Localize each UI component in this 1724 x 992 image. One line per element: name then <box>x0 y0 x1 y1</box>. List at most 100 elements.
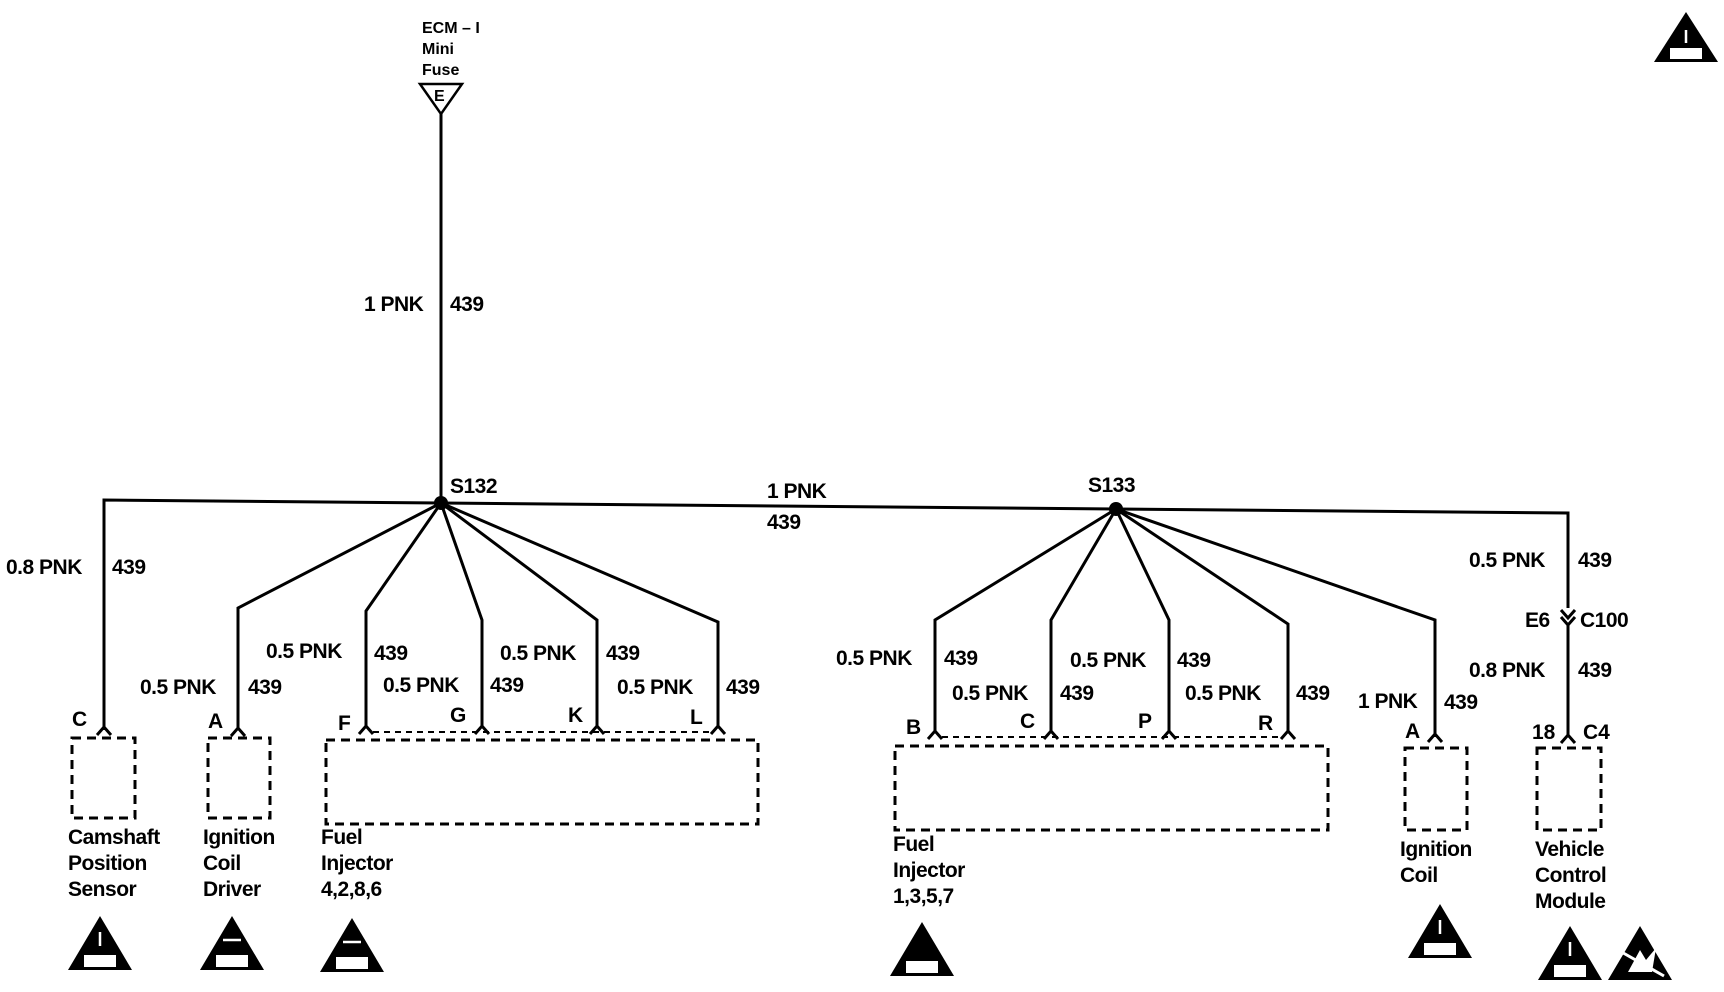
fi1357-r-circuit: 439 <box>1296 682 1330 705</box>
obd-text: OBD II <box>909 962 937 972</box>
ic-box <box>1403 746 1469 832</box>
vcm-label-3: Module <box>1535 890 1606 913</box>
main-feed-wire-circuit: 439 <box>450 293 484 316</box>
c100-connector: 0.5 PNK 439 E6 C100 0.8 PNK 439 <box>1469 549 1629 737</box>
ic-pin: A <box>1405 720 1420 743</box>
fuse-title-line2: Mini <box>422 41 454 58</box>
obd-symbol-vcm: OBD II <box>1538 926 1602 980</box>
ic-wire-circuit: 439 <box>1444 691 1478 714</box>
obd-text: OBD II <box>1673 49 1701 59</box>
fuse-title-line3: Fuse <box>422 62 459 79</box>
obd-text: OBD II <box>339 958 367 968</box>
fi4286-label-1: Fuel <box>321 826 362 849</box>
ecm-fuse: ECM – I Mini Fuse E <box>417 20 480 117</box>
ic-wire <box>1115 507 1437 737</box>
fi4286-k-size: 0.5 PNK <box>500 642 576 665</box>
fi1357-c-size: 0.5 PNK <box>952 682 1028 705</box>
vcm-label-2: Control <box>1535 864 1606 887</box>
fi4286-f-size: 0.5 PNK <box>266 640 342 663</box>
obd-symbol-icd: OBD II <box>200 916 264 970</box>
camshaft-sensor: 0.8 PNK 439 C Camshaft Position Sensor <box>6 556 161 901</box>
fi4286-box <box>324 738 760 826</box>
camshaft-label-2: Position <box>68 852 147 875</box>
fi1357-pin-b: B <box>906 716 921 739</box>
fi4286-wire-f <box>364 502 443 728</box>
fi1357-pin-r: R <box>1258 712 1273 735</box>
ic-terminal <box>1426 731 1444 743</box>
icd-box <box>206 736 272 820</box>
fi1357-pin-c: C <box>1020 710 1035 733</box>
icd-wire-size: 0.5 PNK <box>140 676 216 699</box>
icd-wire-circuit: 439 <box>248 676 282 699</box>
main-feed-wire-size: 1 PNK <box>364 293 424 316</box>
camshaft-box <box>70 736 137 820</box>
c100-wire-out-size: 0.8 PNK <box>1469 659 1545 682</box>
vcm-terminal <box>1559 732 1577 744</box>
icd-label-3: Driver <box>203 878 261 901</box>
camshaft-wire-circuit: 439 <box>112 556 146 579</box>
bus-wire <box>102 498 1570 730</box>
vcm-label-1: Vehicle <box>1535 838 1604 861</box>
vcm-connector: C4 <box>1583 721 1610 744</box>
obd-badge-icon <box>216 955 248 967</box>
fi1357-terminal-r <box>1279 728 1297 740</box>
fi1357-label-2: Injector <box>893 859 965 882</box>
c100-terminal-upper <box>1559 609 1577 621</box>
fi4286-terminal-l <box>709 723 727 735</box>
splice-s133-label: S133 <box>1088 474 1135 497</box>
ignition-coil: 1 PNK 439 A Ignition Coil <box>1115 507 1478 887</box>
fuse-title-line1: ECM – I <box>422 20 480 37</box>
camshaft-pin: C <box>72 708 87 731</box>
fi1357-r-size: 0.5 PNK <box>1185 682 1261 705</box>
obd-symbol-fi1357: OBD II <box>890 922 954 976</box>
fuel-injector-4286: 0.5 PNK 439 0.5 PNK 439 0.5 PNK 439 0.5 … <box>266 501 760 901</box>
obd-badge-icon <box>1554 965 1586 977</box>
obd-symbol-camshaft: OBD II <box>68 916 132 970</box>
fi4286-wire-l <box>440 501 720 728</box>
fuel-injector-1357: 0.5 PNK 439 0.5 PNK 439 0.5 PNK 439 0.5 … <box>836 507 1330 908</box>
ic-label-2: Coil <box>1400 864 1438 887</box>
fi1357-b-circuit: 439 <box>944 647 978 670</box>
obd-badge-icon <box>1670 48 1702 59</box>
splice-s132-label: S132 <box>450 475 497 498</box>
obd-badge-icon <box>1424 943 1456 955</box>
fi4286-wire-g <box>439 502 484 728</box>
fuse-terminal-triangle <box>417 82 465 117</box>
icd-label-1: Ignition <box>203 826 275 849</box>
icd-label-2: Coil <box>203 852 241 875</box>
fi4286-pin-g: G <box>450 704 466 727</box>
esd-slash-icon <box>1617 948 1665 978</box>
camshaft-label-1: Camshaft <box>68 826 160 849</box>
fuse-pin: E <box>434 88 445 105</box>
fi4286-pin-f: F <box>338 712 351 735</box>
fi1357-wire-c <box>1049 508 1118 733</box>
ic-label-1: Ignition <box>1400 838 1472 861</box>
fi1357-c-circuit: 439 <box>1060 682 1094 705</box>
obd-badge-icon <box>84 955 116 967</box>
obd-text: OBD II <box>1557 966 1585 976</box>
fi1357-pin-p: P <box>1138 710 1152 733</box>
fi1357-wire-b <box>933 507 1117 733</box>
fi4286-g-size: 0.5 PNK <box>383 674 459 697</box>
obd-symbol-ignition-coil: OBD II <box>1408 904 1472 958</box>
obd-text: OBD II <box>87 956 115 966</box>
fi4286-pin-k: K <box>568 704 583 727</box>
obd-symbol-top-right: OBD II <box>1654 12 1718 62</box>
bus-wire-size: 1 PNK <box>767 480 827 503</box>
vehicle-control-module: 18 C4 Vehicle Control Module <box>1532 721 1610 913</box>
fi4286-k-circuit: 439 <box>606 642 640 665</box>
obd-badge-icon <box>906 961 938 973</box>
icd-wire <box>236 501 442 730</box>
fi4286-label-3: 4,2,8,6 <box>321 878 382 901</box>
fi4286-terminal-k <box>588 723 606 735</box>
icd-terminal <box>229 725 247 737</box>
vcm-box <box>1535 746 1603 832</box>
fi4286-label-2: Injector <box>321 852 393 875</box>
bus-wire-circuit: 439 <box>767 511 801 534</box>
camshaft-terminal <box>95 724 113 736</box>
fi4286-l-circuit: 439 <box>726 676 760 699</box>
c100-wire-out-circuit: 439 <box>1578 659 1612 682</box>
obd-symbol-fi4286: OBD II <box>320 918 384 972</box>
fi1357-terminal-b <box>926 728 944 740</box>
